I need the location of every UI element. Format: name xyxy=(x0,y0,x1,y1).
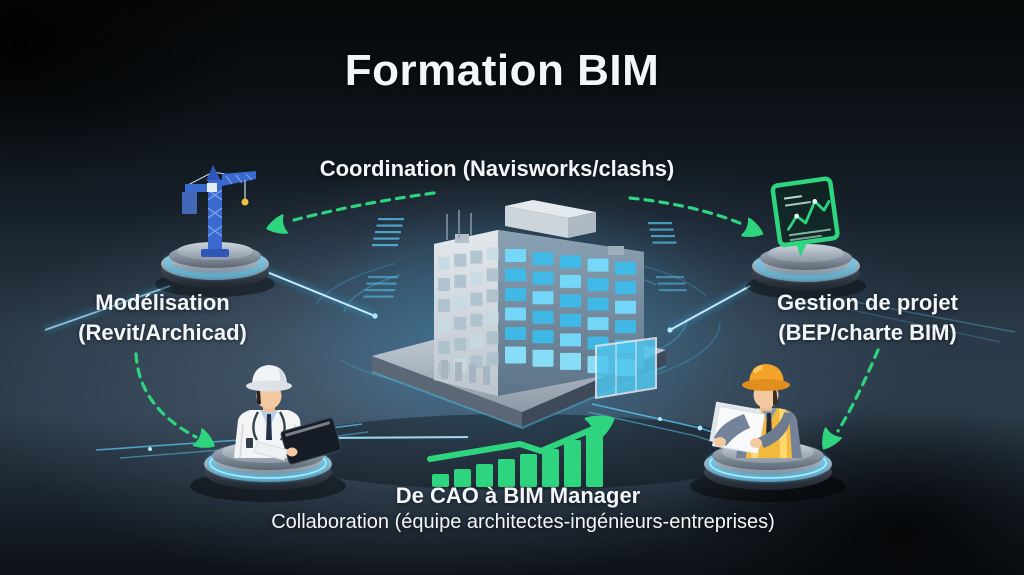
arrowheads xyxy=(192,214,842,450)
arrow-to-worker xyxy=(836,348,880,433)
coordination-label: Coordination (Navisworks/clashs) xyxy=(319,156,675,181)
architect-figure xyxy=(234,365,342,465)
page-title: Formation BIM xyxy=(344,46,660,95)
growth-chart-icon xyxy=(427,415,615,487)
modelisation-line2: (Revit/Archicad) xyxy=(78,320,247,345)
dashed-connector-arrows xyxy=(134,191,880,439)
gestion-label: Gestion de projet (BEP/charte BIM) xyxy=(745,288,990,348)
modelisation-line1: Modélisation xyxy=(95,290,230,315)
holo-panel-icon xyxy=(372,218,404,247)
holo-panel-icon xyxy=(656,276,687,292)
roof-antennas xyxy=(446,210,472,240)
glass-annex xyxy=(595,336,657,400)
arrow-to-chart-board xyxy=(628,196,744,226)
collaboration-label: Collaboration (équipe architectes-ingéni… xyxy=(271,511,775,533)
building-windows-right xyxy=(505,249,636,377)
arrow-to-architect xyxy=(134,352,198,439)
growth-bars xyxy=(432,428,603,487)
modelisation-label: Modélisation (Revit/Archicad) xyxy=(40,288,285,348)
analytics-board-icon xyxy=(770,176,840,257)
construction-worker-figure xyxy=(709,364,802,458)
crane-pedestal xyxy=(155,242,275,297)
gestion-line1: Gestion de projet xyxy=(777,290,958,315)
gestion-line2: (BEP/charte BIM) xyxy=(778,320,957,345)
bim-building-model xyxy=(268,200,768,490)
cao-bim-manager-label: De CAO à BIM Manager xyxy=(395,483,641,508)
arrow-to-crane xyxy=(292,191,436,222)
holo-panel-icon xyxy=(363,276,398,298)
holo-panel-icon xyxy=(648,222,677,244)
tower-crane-icon xyxy=(182,165,256,257)
chart-board-pedestal xyxy=(746,244,866,299)
